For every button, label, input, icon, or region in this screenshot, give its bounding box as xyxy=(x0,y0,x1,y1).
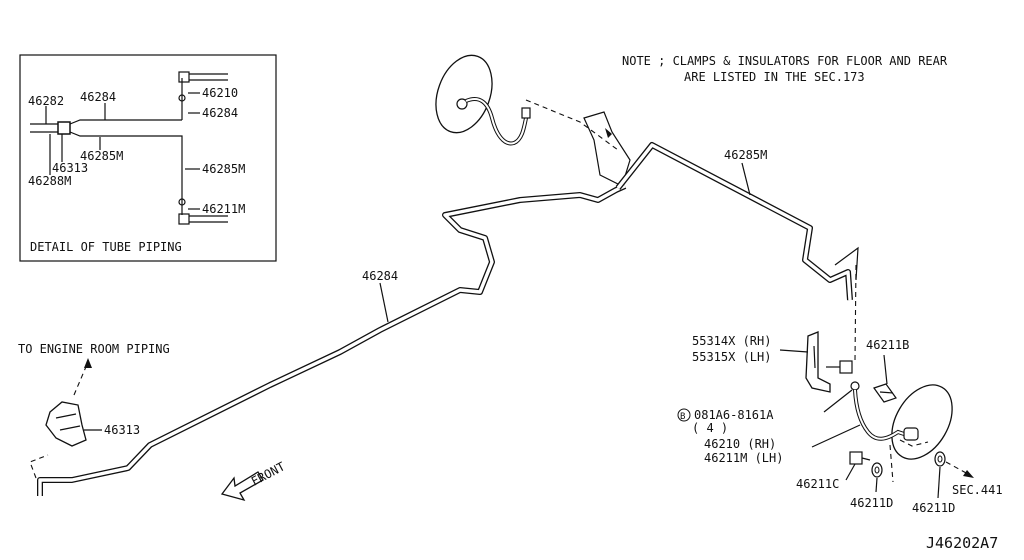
detail-lower-nut xyxy=(178,198,186,206)
connector-body xyxy=(45,401,87,447)
label-46211d-right: 46211D xyxy=(912,501,955,515)
detail-title: DETAIL OF TUBE PIPING xyxy=(30,240,182,254)
connector-46313: TO ENGINE ROOM PIPING 46313 xyxy=(18,342,170,479)
engine-room-arrow-head xyxy=(84,358,92,368)
front-arrow-icon xyxy=(220,471,264,502)
bolt-081a6-8161a: B 081A6-8161A ( 4 ) xyxy=(677,360,860,435)
label-46285m-detail-b: 46285M xyxy=(202,162,245,176)
bolt-type-letter: B xyxy=(680,412,685,422)
front-assembly-guide xyxy=(525,99,619,151)
detail-upper-nut xyxy=(178,94,186,102)
label-46313: 46313 xyxy=(104,423,140,437)
front-brake-disc xyxy=(435,54,493,134)
detail-lower-fitting xyxy=(178,213,190,225)
leader-46284 xyxy=(379,282,389,323)
front-direction-indicator: FRONT xyxy=(220,459,287,502)
note-line-1: NOTE ; CLAMPS & INSULATORS FOR FLOOR AND… xyxy=(622,54,948,68)
label-46211m-detail: 46211M xyxy=(202,202,245,216)
label-engine-room-piping: TO ENGINE ROOM PIPING xyxy=(18,342,170,356)
brake-tube-46284 xyxy=(37,183,627,496)
label-bolt-081a6-8161a: 081A6-8161A xyxy=(694,408,774,422)
label-46210-detail: 46210 xyxy=(202,86,238,100)
leader-46285m xyxy=(741,162,751,196)
label-46210-rh: 46210 (RH) xyxy=(704,437,776,451)
label-46211d-middle: 46211D xyxy=(850,496,893,510)
rear-bracket-55314x: 55314X (RH) 55315X (LH) xyxy=(692,331,831,393)
rear-assembly-guide xyxy=(854,264,857,361)
label-bolt-qty: ( 4 ) xyxy=(692,421,728,435)
note-line-2: ARE LISTED IN THE SEC.173 xyxy=(684,70,865,84)
label-46211b: 46211B xyxy=(866,338,909,352)
detail-tube-upper xyxy=(69,119,182,125)
rear-tube-bracket xyxy=(834,246,859,281)
leader-46211c xyxy=(845,463,856,481)
front-brake-hose xyxy=(465,97,528,146)
rear-brake-assembly: SEC.441 46210 (RH) 46211M (LH) xyxy=(704,384,1003,497)
front-caliper-port xyxy=(456,98,468,110)
label-46211m-lh: 46211M (LH) xyxy=(704,451,783,465)
label-46282: 46282 xyxy=(28,94,64,108)
label-46211c: 46211C xyxy=(796,477,839,491)
sec441-arrow-icon xyxy=(963,470,974,478)
label-55315x: 55315X (LH) xyxy=(692,350,771,364)
label-sec441: SEC.441 xyxy=(952,483,1003,497)
brake-tube-46285m xyxy=(615,142,859,361)
label-55314x: 55314X (RH) xyxy=(692,334,771,348)
label-46285m: 46285M xyxy=(724,148,767,162)
detail-of-tube-piping: 46282 46284 46210 46284 46285M 46313 462… xyxy=(19,54,277,262)
front-brake-assembly xyxy=(435,54,619,151)
rear-brake-hose xyxy=(853,389,911,441)
label-46284: 46284 xyxy=(362,269,398,283)
label-46313-detail: 46313 xyxy=(52,161,88,175)
clip-46211b: 46211B xyxy=(866,338,909,403)
diagram-id: J46202A7 xyxy=(926,534,998,552)
tube-bracket-upper xyxy=(583,111,631,187)
leader-46211b xyxy=(883,354,888,385)
detail-connector xyxy=(57,121,71,135)
rear-hose-fitting xyxy=(903,427,919,441)
label-46284-detail: 46284 xyxy=(80,90,116,104)
bolt-46211c: 46211C xyxy=(796,451,871,491)
leader-bolt xyxy=(823,389,853,413)
bolt-type-circle xyxy=(677,408,691,422)
label-46284-detail-b: 46284 xyxy=(202,106,238,120)
washer-46211d-right xyxy=(934,451,946,467)
leader-46210 xyxy=(811,424,861,448)
leader-46211d-right xyxy=(937,466,941,499)
front-hose-fitting xyxy=(521,107,531,119)
label-front: FRONT xyxy=(249,459,287,488)
label-46288m: 46288M xyxy=(28,174,71,188)
leader-55314x xyxy=(779,349,809,353)
label-46285m-detail: 46285M xyxy=(80,149,123,163)
detail-upper-fitting xyxy=(178,71,190,83)
washer-46211d-middle: 46211D xyxy=(850,462,893,510)
detail-frame xyxy=(19,54,277,262)
leader-46211d-middle xyxy=(875,477,878,493)
detail-tube-lower xyxy=(69,131,183,215)
rear-brake-disc xyxy=(891,384,953,460)
